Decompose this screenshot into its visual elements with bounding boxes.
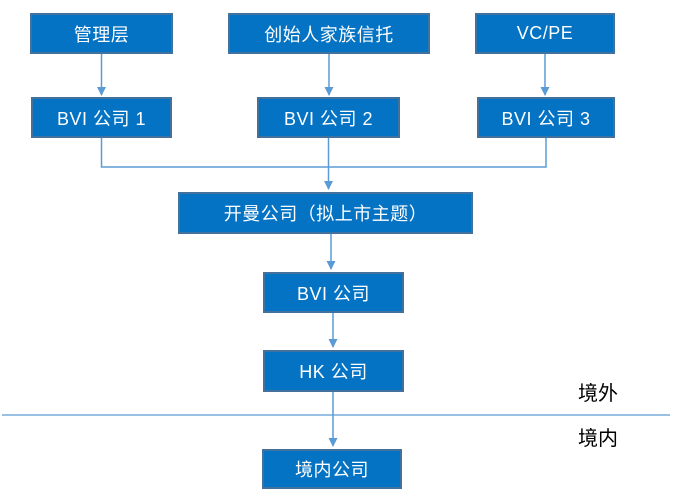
node-cayman-listco: 开曼公司（拟上市主题） [178,192,473,234]
node-bvi-company-2: BVI 公司 2 [257,97,400,138]
offshore-region-label: 境外 [578,383,618,405]
node-vc-pe: VC/PE [475,13,615,54]
onshore-region-label: 境内 [578,428,618,450]
node-management: 管理层 [30,13,173,54]
node-founder-family-trust: 创始人家族信托 [228,13,430,54]
node-bvi-company-3: BVI 公司 3 [477,97,615,138]
node-domestic-company: 境内公司 [262,449,402,489]
node-bvi-company-1: BVI 公司 1 [31,97,172,138]
node-bvi-company: BVI 公司 [263,272,404,313]
node-hk-company: HK 公司 [263,350,404,392]
